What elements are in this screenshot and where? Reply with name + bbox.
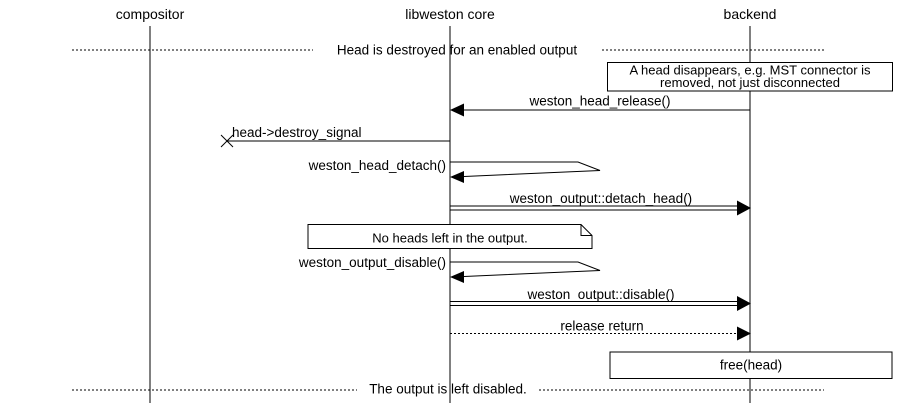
divider-head-destroyed: Head is destroyed for an enabled output	[72, 43, 824, 58]
action-text: free(head)	[720, 358, 782, 373]
divider-output-disabled: The output is left disabled.	[72, 382, 824, 397]
note-dogear-icon	[580, 224, 592, 236]
message-label: release return	[560, 319, 643, 334]
note-text-line2: removed, not just disconnected	[660, 75, 840, 90]
note-box	[607, 62, 893, 92]
message-weston-head-detach: weston_head_detach()	[308, 158, 601, 183]
message-label: head->destroy_signal	[232, 125, 361, 140]
arrowhead-right	[737, 326, 751, 341]
participant-label-backend: backend	[724, 6, 777, 22]
participant-label-libweston-core: libweston core	[405, 6, 495, 22]
action-box	[609, 351, 893, 379]
self-message-loop	[450, 261, 601, 277]
arrowhead-left	[450, 171, 464, 183]
message-weston-output-disable: weston_output::disable()	[450, 287, 751, 311]
message-release-return: release return	[450, 319, 751, 341]
arrowhead-left	[450, 271, 464, 283]
self-message-loop	[450, 161, 601, 177]
note-head-disappears: A head disappears, e.g. MST connector is…	[607, 62, 893, 92]
message-label: weston_output::disable()	[526, 287, 674, 302]
message-weston-head-release: weston_head_release()	[450, 94, 750, 117]
message-label: weston_output::detach_head()	[509, 191, 692, 206]
divider-bottom-label: The output is left disabled.	[369, 382, 527, 397]
note-no-heads-left: No heads left in the output.	[307, 224, 593, 249]
arrowhead-right	[737, 296, 751, 311]
message-weston-output-disable-call: weston_output_disable()	[298, 255, 601, 283]
message-head-destroy-signal: head->destroy_signal	[220, 125, 450, 148]
message-label: weston_head_release()	[528, 94, 670, 109]
action-free-head: free(head)	[609, 351, 893, 379]
note-text-line1: A head disappears, e.g. MST connector is	[629, 63, 871, 78]
message-weston-output-detach-head: weston_output::detach_head()	[450, 191, 751, 216]
divider-top-label: Head is destroyed for an enabled output	[337, 43, 577, 58]
arrowhead-right	[737, 200, 751, 216]
arrowhead-left	[450, 103, 464, 117]
message-label: weston_head_detach()	[308, 158, 446, 173]
participant-label-compositor: compositor	[116, 6, 185, 22]
note-text: No heads left in the output.	[372, 231, 527, 246]
note-box	[307, 224, 593, 249]
message-label: weston_output_disable()	[298, 255, 446, 270]
lost-message-cross-icon	[220, 134, 234, 148]
